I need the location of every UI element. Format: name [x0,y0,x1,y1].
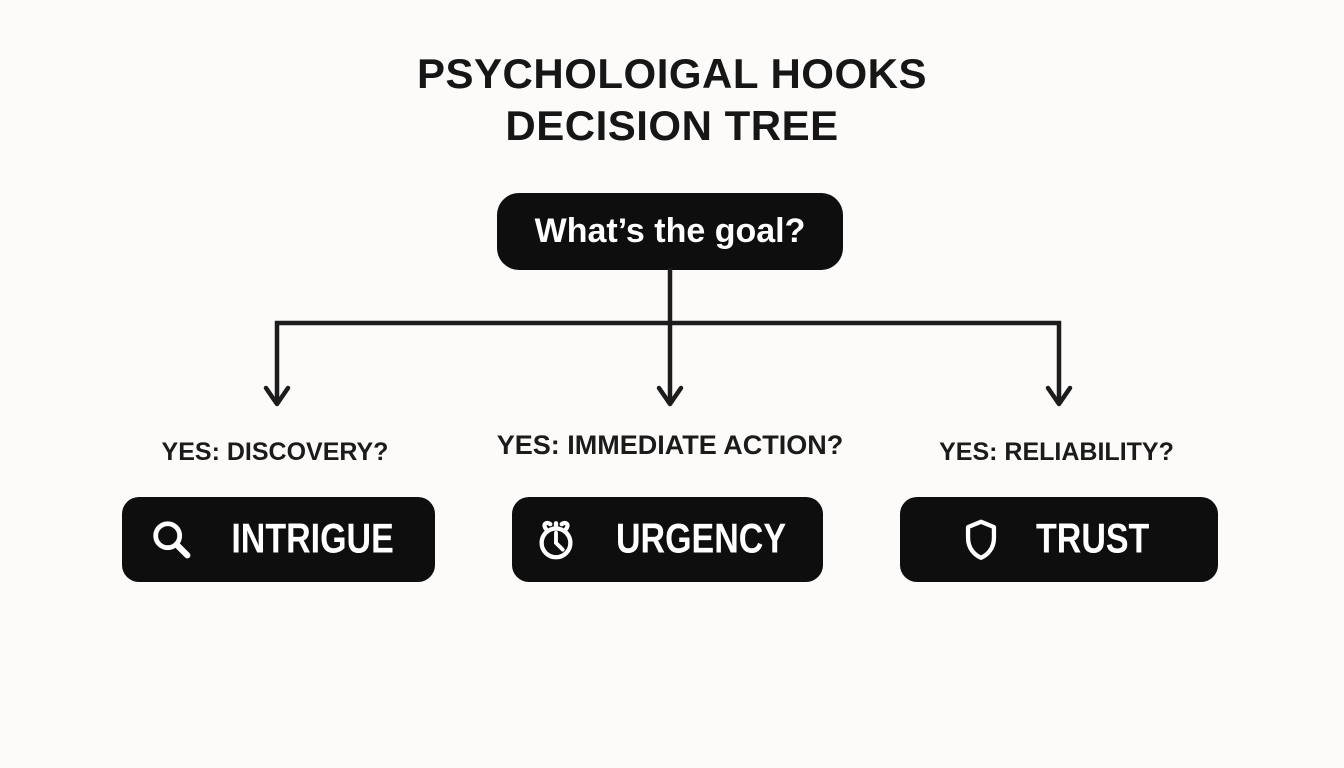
branch-condition-discovery: YES: DISCOVERY? [161,438,389,466]
page-title-line-2: DECISION TREE [505,102,839,149]
leaf-node-trust: TRUST [900,497,1218,582]
leaf-node-label: INTRIGUE [231,515,394,563]
search-icon [153,520,191,558]
alarm-clock-icon [539,520,574,559]
leaf-node-urgency: URGENCY [512,497,823,582]
shield-icon [966,519,997,560]
leaf-node-label: TRUST [1036,515,1150,563]
branch-condition-reliability: YES: RELIABILITY? [939,438,1174,466]
leaf-node-label: URGENCY [616,515,787,563]
root-question-node: What’s the goal? [497,193,843,270]
page-title: PSYCHOLOIGAL HOOKS DECISION TREE [0,48,1344,152]
leaf-node-intrigue: INTRIGUE [122,497,435,582]
root-question-label: What’s the goal? [534,212,806,250]
branch-condition-immediate-action: YES: IMMEDIATE ACTION? [496,430,844,460]
page-title-line-1: PSYCHOLOIGAL HOOKS [417,50,927,97]
